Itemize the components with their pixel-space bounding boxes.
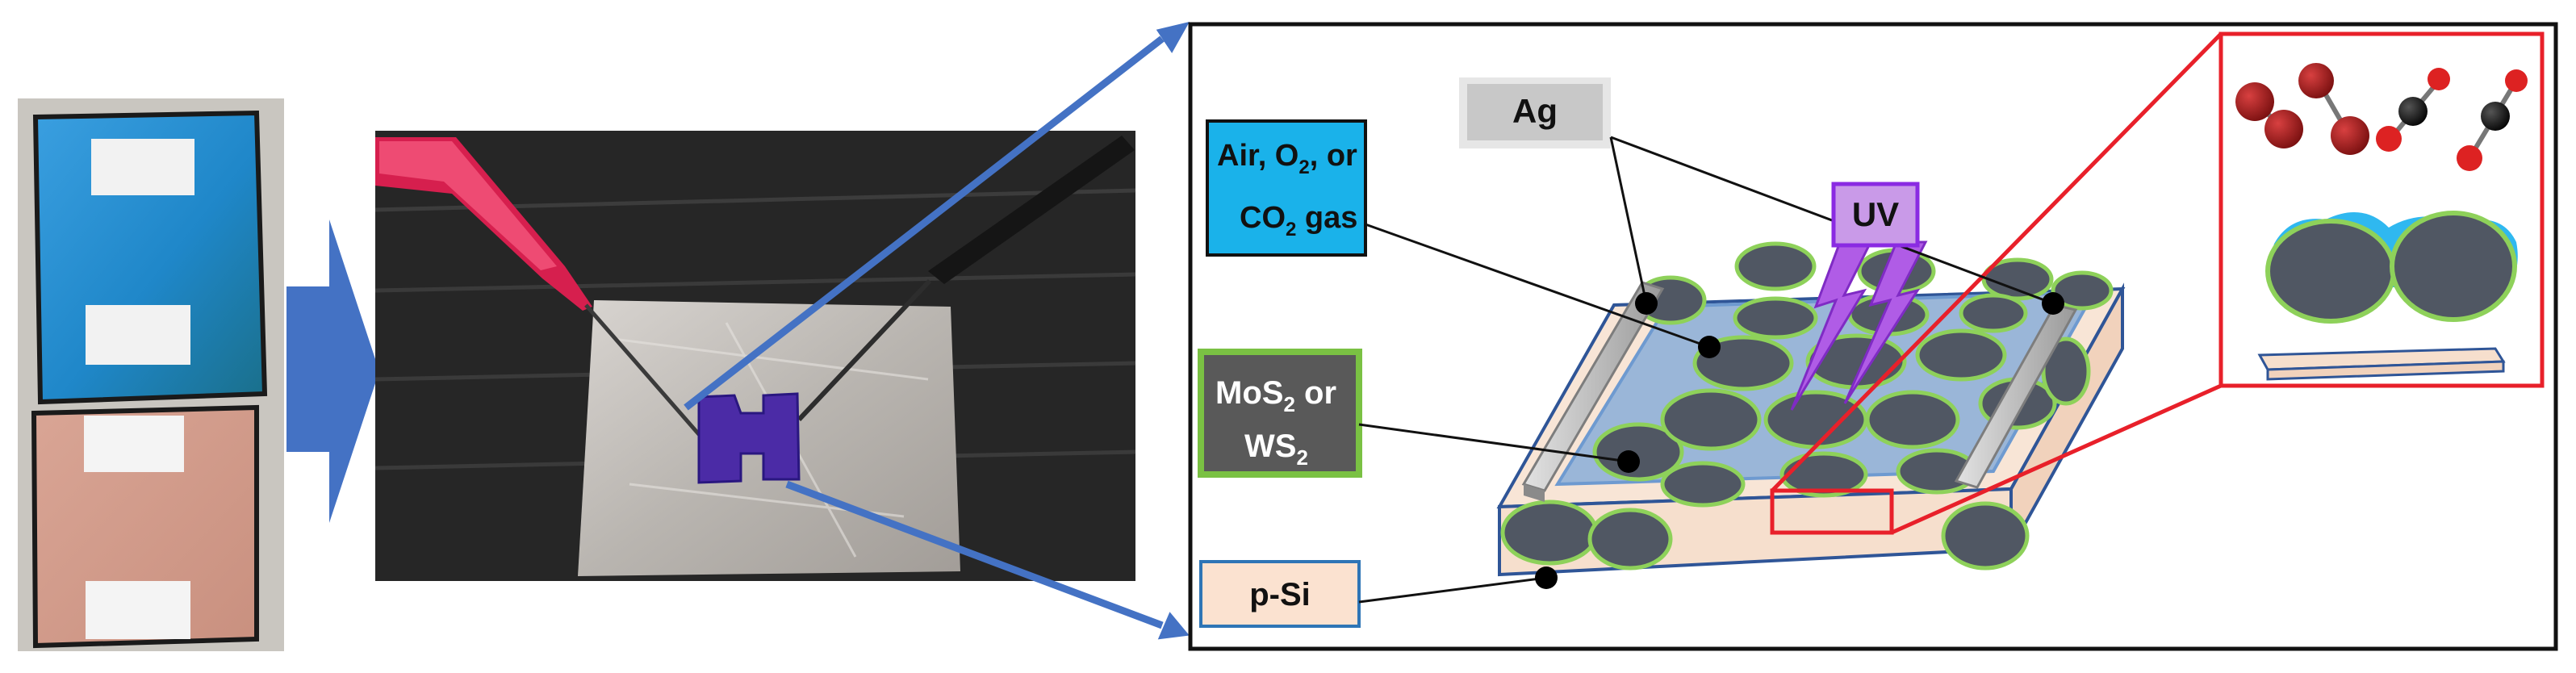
ag-electrodes xyxy=(1521,281,2078,502)
ag-marker-left xyxy=(1635,292,1658,315)
inset-flakes xyxy=(2257,211,2518,381)
tmd-label-line1: MoS xyxy=(1215,375,1283,411)
gas-marker xyxy=(1698,336,1721,358)
ag-marker-right xyxy=(2042,292,2064,315)
svg-text:MoS2 or: MoS2 or xyxy=(1215,375,1336,416)
svg-text:Ag: Ag xyxy=(1512,92,1558,130)
sample-chips-photo xyxy=(18,98,284,651)
svg-text:CO2 gas: CO2 gas xyxy=(1240,201,1357,240)
uv-label: UV xyxy=(1831,182,1920,248)
zoom-region xyxy=(1770,31,2545,535)
ag-label: Ag xyxy=(1459,77,1611,148)
uv-lightning-icon xyxy=(1790,240,1928,411)
zoom-arrows xyxy=(684,22,1190,640)
process-arrow-icon xyxy=(286,219,379,523)
device-mask xyxy=(697,392,801,484)
tmd-label-line2: WS xyxy=(1244,428,1296,464)
blue-chip-pad-top xyxy=(91,139,194,195)
svg-text:Air, O2, or: Air, O2, or xyxy=(1217,139,1357,178)
pink-chip-pad-top xyxy=(84,416,184,472)
gas-label: Air, O2, or CO2 gas xyxy=(1206,119,1367,257)
gas-leader-line xyxy=(1365,223,1710,349)
substrate-label: p-Si xyxy=(1199,560,1361,628)
svg-text:p-Si: p-Si xyxy=(1249,577,1311,612)
substrate-marker xyxy=(1535,566,1558,589)
svg-text:WS2: WS2 xyxy=(1244,428,1308,470)
tmd-flakes xyxy=(1500,241,2114,571)
blue-chip-pad-bottom xyxy=(86,305,190,365)
gas-molecules xyxy=(2235,63,2528,171)
svg-text:UV: UV xyxy=(1852,195,1899,233)
pink-chip-pad-bottom xyxy=(86,581,190,639)
tmd-label: MoS2 or WS2 xyxy=(1198,349,1362,478)
gas-label-line2: CO xyxy=(1240,201,1286,235)
gas-label-line1: Air, O xyxy=(1217,139,1298,173)
tmd-marker xyxy=(1617,450,1640,473)
